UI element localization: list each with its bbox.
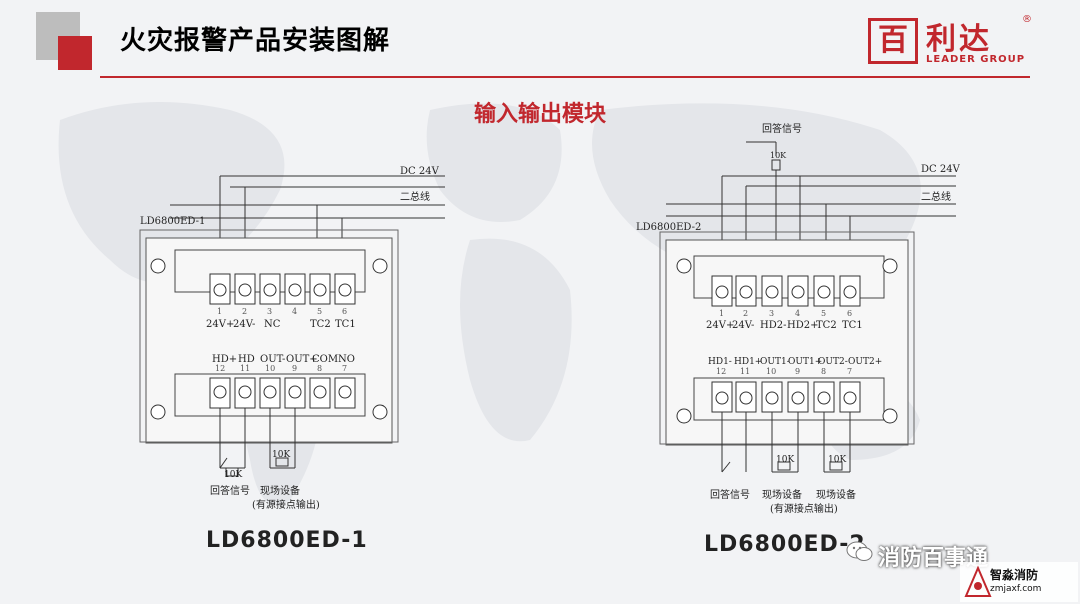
left-top-num: 6 <box>342 307 347 316</box>
right-bottom-label: OUT2+ <box>848 357 882 367</box>
left-caption-output: (有源接点输出) <box>252 498 320 511</box>
badge-url: zmjaxf.com <box>990 584 1042 594</box>
left-bottom-label: OUT- <box>260 354 285 365</box>
left-bottom-label: OUT+ <box>286 354 318 365</box>
logo-en: LEADER GROUP <box>926 54 1026 65</box>
badge-icon <box>960 562 1078 602</box>
right-model-label: LD6800ED-2 <box>704 532 866 557</box>
left-top-label: 24V+ <box>206 319 234 330</box>
right-top-num: 6 <box>847 309 852 318</box>
left-top-label: TC1 <box>335 319 356 330</box>
right-top-label: HD2- <box>760 320 786 331</box>
right-wiring-diagram: 回答信号 10K LD6800ED-2 DC 24V 二总线 1 2 3 4 5… <box>636 122 961 515</box>
left-bottom-num: 12 <box>215 364 225 373</box>
logo-cn: 利达 <box>926 22 992 57</box>
left-bottom-num: 11 <box>240 364 250 373</box>
right-caption-device-2: 现场设备 <box>816 488 856 501</box>
right-top-caption: 回答信号 <box>762 122 802 135</box>
section-subtitle: 输入输出模块 <box>473 102 606 127</box>
left-resistor-2: 10K <box>272 450 290 460</box>
left-top-num: 4 <box>292 307 297 316</box>
right-code: LD6800ED-2 <box>636 222 701 233</box>
right-dc-label: DC 24V <box>921 164 961 175</box>
right-caption-device-1: 现场设备 <box>762 488 802 501</box>
right-bus-label: 二总线 <box>921 190 951 203</box>
right-bottom-num: 10 <box>766 367 776 376</box>
logo-mark: 百 <box>868 18 918 64</box>
left-wiring-diagram: LD6800ED-1 DC 24V 二总线 1 2 3 4 5 6 12 11 … <box>139 166 445 511</box>
header-red-block <box>58 36 92 70</box>
right-bottom-label: HD1+ <box>734 357 762 367</box>
right-resistor-2: 10K <box>828 455 846 465</box>
left-top-num: 5 <box>317 307 322 316</box>
right-bottom-label: OUT1- <box>760 357 790 367</box>
right-bottom-label: OUT2- <box>818 357 848 367</box>
right-bottom-num: 12 <box>716 367 726 376</box>
left-top-num: 2 <box>242 307 247 316</box>
left-top-label: NC <box>264 319 281 330</box>
right-caption-answer: 回答信号 <box>710 488 750 501</box>
left-bus-label: 二总线 <box>400 190 430 203</box>
right-top-label: TC2 <box>816 320 837 331</box>
right-top-label: 24V+ <box>706 320 734 331</box>
right-top-resistor: 10K <box>770 151 787 160</box>
left-bottom-num: 7 <box>342 364 347 373</box>
right-bottom-num: 7 <box>847 367 852 376</box>
right-top-num: 5 <box>821 309 826 318</box>
page-title: 火灾报警产品安装图解 <box>120 26 391 56</box>
right-bottom-num: 11 <box>740 367 750 376</box>
left-code: LD6800ED-1 <box>140 216 205 227</box>
right-top-label: TC1 <box>842 320 863 331</box>
logo-registered: ® <box>1022 14 1032 25</box>
badge-cn: 智淼消防 <box>990 568 1039 582</box>
left-caption-answer: 回答信号 <box>210 484 250 497</box>
brand-logo: 百 利达 ® LEADER GROUP <box>868 14 1036 72</box>
right-top-num: 3 <box>769 309 774 318</box>
right-caption-output: (有源接点输出) <box>770 502 838 515</box>
right-bottom-label: OUT1+ <box>788 357 822 367</box>
right-top-label: 24V- <box>732 320 754 331</box>
right-top-num: 1 <box>719 309 724 318</box>
left-resistor-1: 10K <box>224 470 242 480</box>
left-bottom-num: 8 <box>317 364 322 373</box>
left-top-label: 24V- <box>233 319 255 330</box>
left-caption-device: 现场设备 <box>260 484 300 497</box>
right-top-num: 4 <box>795 309 800 318</box>
left-bottom-label: HD+ <box>212 354 237 365</box>
left-bottom-num: 9 <box>292 364 297 373</box>
left-bottom-label: HD <box>238 354 255 365</box>
left-top-num: 3 <box>267 307 272 316</box>
left-dc-label: DC 24V <box>400 166 440 177</box>
left-top-label: TC2 <box>310 319 331 330</box>
header-divider <box>100 76 1030 78</box>
right-top-num: 2 <box>743 309 748 318</box>
left-top-num: 1 <box>217 307 222 316</box>
left-bottom-label: COM <box>312 354 338 365</box>
right-resistor-1: 10K <box>776 455 794 465</box>
right-bottom-label: HD1- <box>708 357 732 367</box>
left-bottom-num: 10 <box>265 364 275 373</box>
wechat-icon <box>846 541 873 561</box>
left-model-label: LD6800ED-1 <box>206 528 368 553</box>
right-bottom-num: 9 <box>795 367 800 376</box>
right-bottom-num: 8 <box>821 367 826 376</box>
left-bottom-label: NO <box>338 354 355 365</box>
right-top-label: HD2+ <box>787 320 818 331</box>
